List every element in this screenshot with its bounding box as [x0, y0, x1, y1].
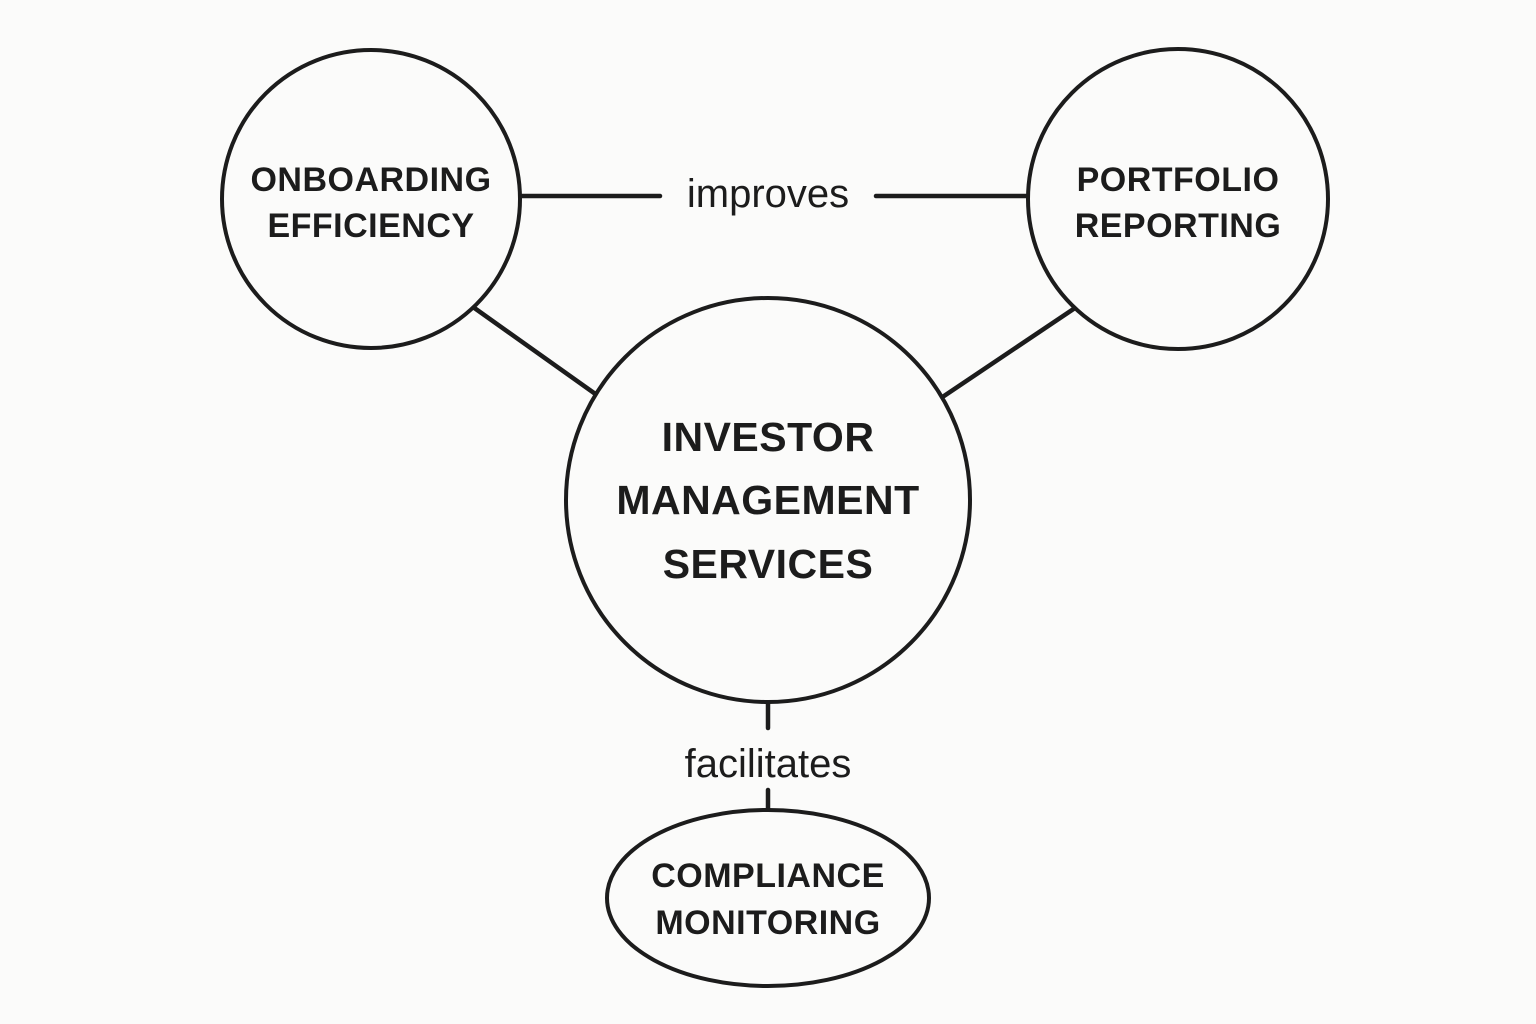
node-portfolio-reporting: PORTFOLIO REPORTING [1026, 47, 1330, 351]
onboarding-efficiency-label-line2: EFFICIENCY [267, 207, 474, 245]
portfolio-reporting-circle [1026, 47, 1330, 351]
investor-management-services-label-line1: INVESTOR [662, 414, 875, 460]
compliance-monitoring-ellipse [605, 808, 931, 988]
investor-management-services-label-line2: MANAGEMENT [616, 477, 919, 523]
edge-onboarding-to-center [470, 304, 597, 396]
node-investor-management-services: INVESTOR MANAGEMENT SERVICES [564, 296, 972, 704]
investor-management-services-circle [564, 296, 972, 704]
edge-label-facilitates: facilitates [685, 742, 852, 786]
compliance-monitoring-label-line1: COMPLIANCE [651, 857, 885, 895]
investor-management-services-label-line3: SERVICES [663, 541, 874, 587]
portfolio-reporting-label-line2: REPORTING [1075, 207, 1282, 245]
edge-label-improves: improves [687, 172, 849, 216]
node-compliance-monitoring: COMPLIANCE MONITORING [605, 808, 931, 988]
node-onboarding-efficiency: ONBOARDING EFFICIENCY [220, 48, 522, 350]
onboarding-efficiency-circle [220, 48, 522, 350]
onboarding-efficiency-label-line1: ONBOARDING [250, 161, 491, 199]
compliance-monitoring-label-line2: MONITORING [655, 904, 880, 942]
edge-portfolio-to-center [941, 305, 1078, 399]
portfolio-reporting-label-line1: PORTFOLIO [1077, 161, 1280, 199]
